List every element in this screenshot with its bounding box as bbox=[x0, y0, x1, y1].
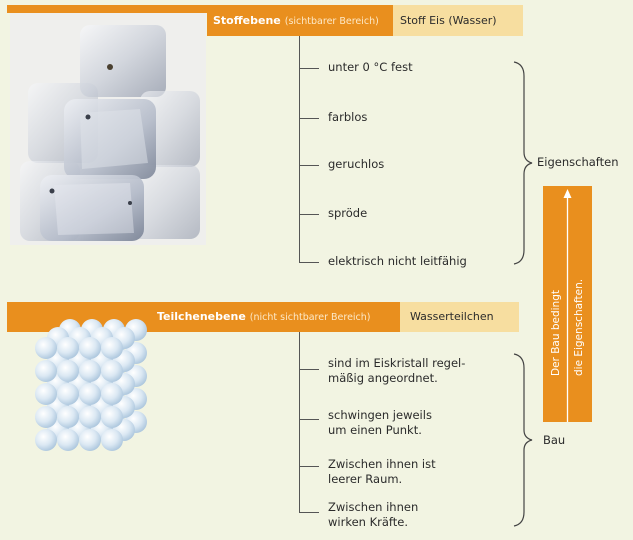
substance-tag-label: Stoff Eis (Wasser) bbox=[400, 14, 497, 27]
water-particle-lattice bbox=[35, 319, 147, 451]
top-header-strip bbox=[7, 5, 207, 13]
water-particle bbox=[79, 429, 101, 451]
substance-level-title: Stoffebene bbox=[213, 14, 281, 27]
structure-item-line: Zwischen ihnen bbox=[328, 500, 419, 514]
property-item: spröde bbox=[328, 206, 368, 220]
properties-brace bbox=[513, 61, 533, 265]
water-particle bbox=[101, 429, 123, 451]
property-branch bbox=[299, 165, 319, 166]
water-particle bbox=[35, 383, 57, 405]
water-particle bbox=[35, 360, 57, 382]
water-particle bbox=[101, 337, 123, 359]
structure-branch bbox=[299, 419, 319, 420]
water-particle bbox=[79, 406, 101, 428]
property-item: geruchlos bbox=[328, 157, 385, 171]
property-tree-trunk bbox=[299, 36, 300, 262]
structure-item-line: wirken Kräfte. bbox=[328, 515, 409, 529]
water-particle bbox=[101, 383, 123, 405]
water-particle bbox=[57, 429, 79, 451]
property-item: farblos bbox=[328, 110, 368, 124]
relation-arrow-box: Der Bau bedingt die Eigenschaften. bbox=[543, 186, 592, 422]
particle-tag-label: Wasserteilchen bbox=[410, 310, 494, 323]
structure-brace-label: Bau bbox=[543, 433, 566, 447]
structure-brace bbox=[513, 353, 533, 527]
water-particle bbox=[35, 337, 57, 359]
substance-level-header: Stoffebene(sichtbarer Bereich) bbox=[207, 5, 393, 36]
water-particle bbox=[79, 383, 101, 405]
particle-tag: Wasserteilchen bbox=[400, 302, 519, 332]
water-particle bbox=[79, 360, 101, 382]
particle-level-subtitle: (nicht sichtbarer Bereich) bbox=[249, 312, 371, 323]
structure-branch bbox=[299, 512, 319, 513]
substance-tag: Stoff Eis (Wasser) bbox=[393, 5, 523, 36]
up-arrow-icon bbox=[563, 189, 572, 422]
property-branch bbox=[299, 118, 319, 119]
structure-item: sind im Eiskristall regel- mäßig angeord… bbox=[328, 356, 465, 386]
structure-item-line: um einen Punkt. bbox=[328, 423, 422, 437]
property-branch bbox=[299, 262, 319, 263]
properties-brace-label: Eigenschaften bbox=[537, 155, 619, 169]
property-branch bbox=[299, 214, 319, 215]
property-item: unter 0 °C fest bbox=[328, 60, 413, 74]
property-item: elektrisch nicht leitfähig bbox=[328, 254, 467, 268]
water-particle bbox=[35, 406, 57, 428]
water-particle bbox=[79, 337, 101, 359]
structure-item-line: mäßig angeordnet. bbox=[328, 371, 438, 385]
structure-item: Zwischen ihnen ist leerer Raum. bbox=[328, 457, 436, 487]
property-branch bbox=[299, 68, 319, 69]
relation-text-line2: die Eigenschaften. bbox=[573, 278, 585, 376]
structure-branch bbox=[299, 369, 319, 370]
structure-branch bbox=[299, 466, 319, 467]
particle-level-title: Teilchenebene bbox=[157, 310, 246, 323]
structure-item-line: sind im Eiskristall regel- bbox=[328, 356, 466, 370]
structure-item: schwingen jeweils um einen Punkt. bbox=[328, 408, 432, 438]
structure-tree-trunk bbox=[299, 332, 300, 512]
water-particle bbox=[57, 360, 79, 382]
water-particle bbox=[101, 406, 123, 428]
substance-level-subtitle: (sichtbarer Bereich) bbox=[284, 16, 379, 27]
water-particle bbox=[57, 337, 79, 359]
structure-item-line: schwingen jeweils bbox=[328, 408, 432, 422]
ice-cubes-photo bbox=[10, 13, 206, 245]
structure-item-line: Zwischen ihnen ist bbox=[328, 457, 436, 471]
water-particle bbox=[35, 429, 57, 451]
structure-item-line: leerer Raum. bbox=[328, 472, 403, 486]
structure-item: Zwischen ihnen wirken Kräfte. bbox=[328, 500, 418, 530]
relation-text-line1: Der Bau bedingt bbox=[550, 290, 562, 376]
water-particle bbox=[57, 383, 79, 405]
water-particle bbox=[101, 360, 123, 382]
water-particle bbox=[57, 406, 79, 428]
